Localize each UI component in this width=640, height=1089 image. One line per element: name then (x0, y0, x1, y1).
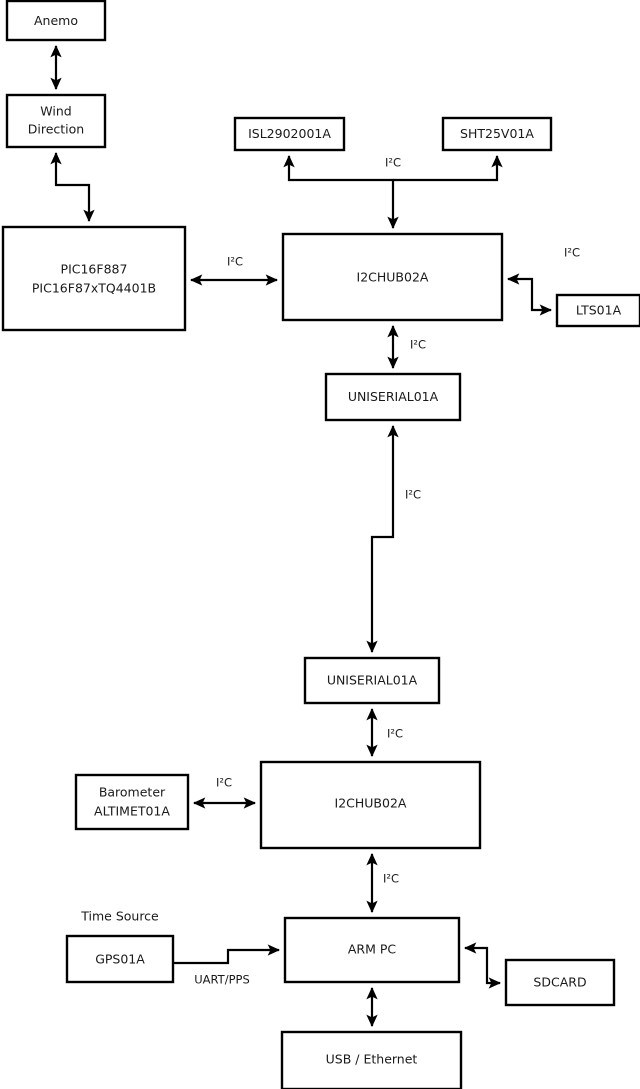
node-wind-direction-box[interactable] (5, 93, 107, 149)
edge-label-i2c-uniserial-link: I²C (405, 488, 421, 502)
node-isl2902001a[interactable]: ISL2902001A (233, 116, 346, 152)
node-uniserial01a-lower-box[interactable] (303, 656, 441, 705)
node-arm-pc-box[interactable] (283, 916, 461, 984)
edge-armpc-sdcard (464, 942, 501, 989)
node-arm-pc[interactable]: ARM PC (283, 916, 461, 984)
label-time-source: Time Source (80, 909, 159, 924)
node-gps01a[interactable]: GPS01A (65, 934, 175, 984)
node-uniserial01a-upper-box[interactable] (324, 372, 462, 422)
node-usb-ethernet[interactable]: USB / Ethernet (280, 1030, 463, 1089)
node-isl2902001a-box[interactable] (233, 116, 346, 152)
node-barometer-box[interactable] (74, 773, 190, 831)
edge-bus-sht (393, 155, 503, 182)
edge-hubtop-lts (507, 273, 552, 316)
edge-wind-pic (50, 152, 95, 222)
node-pic-microcontroller-box[interactable] (1, 225, 187, 332)
edge-label-i2c-bus-top: I²C (385, 156, 401, 170)
edges-layer (50, 45, 552, 1027)
node-sht25v01a-box[interactable] (441, 116, 553, 152)
node-sdcard[interactable]: SDCARD (504, 958, 616, 1007)
edge-label-i2c-barometer-hub: I²C (216, 776, 232, 790)
edge-label-i2c-hub-armpc: I²C (383, 872, 399, 886)
edge-gps-armpc (173, 944, 280, 965)
node-anemo-box[interactable] (5, 0, 107, 42)
edge-uniserial-uniserial (366, 425, 399, 653)
node-sht25v01a[interactable]: SHT25V01A (441, 116, 553, 152)
node-anemo[interactable]: Anemo (5, 0, 107, 42)
edge-label-i2c-uniserial-hub: I²C (387, 727, 403, 741)
node-usb-ethernet-box[interactable] (280, 1030, 463, 1089)
edge-label-i2c-pic-hub: I²C (227, 255, 243, 269)
free-labels-layer: Time Source (80, 909, 159, 924)
node-i2chub02a-top[interactable]: I2CHUB02A (281, 232, 504, 322)
node-lts01a[interactable]: LTS01A (555, 293, 640, 328)
node-gps01a-box[interactable] (65, 934, 175, 984)
edge-label-i2c-hub-lts: I²C (564, 246, 580, 260)
node-lts01a-box[interactable] (555, 293, 640, 328)
node-i2chub02a-bottom-box[interactable] (259, 760, 482, 850)
edge-label-i2c-hub-uniserial: I²C (410, 338, 426, 352)
node-wind-direction[interactable]: Wind Direction (5, 93, 107, 149)
node-pic-microcontroller[interactable]: PIC16F887 PIC16F87xTQ4401B (1, 225, 187, 332)
edge-label-uart-pps: UART/PPS (194, 973, 250, 987)
node-i2chub02a-bottom[interactable]: I2CHUB02A (259, 760, 482, 850)
node-uniserial01a-upper[interactable]: UNISERIAL01A (324, 372, 462, 422)
node-uniserial01a-lower[interactable]: UNISERIAL01A (303, 656, 441, 705)
node-sdcard-box[interactable] (504, 958, 616, 1007)
node-i2chub02a-top-box[interactable] (281, 232, 504, 322)
edge-labels-layer: I²C I²C I²C I²C I²C I²C I²C I²C UART/PPS (194, 156, 580, 987)
node-barometer[interactable]: Barometer ALTIMET01A (74, 773, 190, 831)
edge-hubtop-bus (283, 155, 399, 229)
